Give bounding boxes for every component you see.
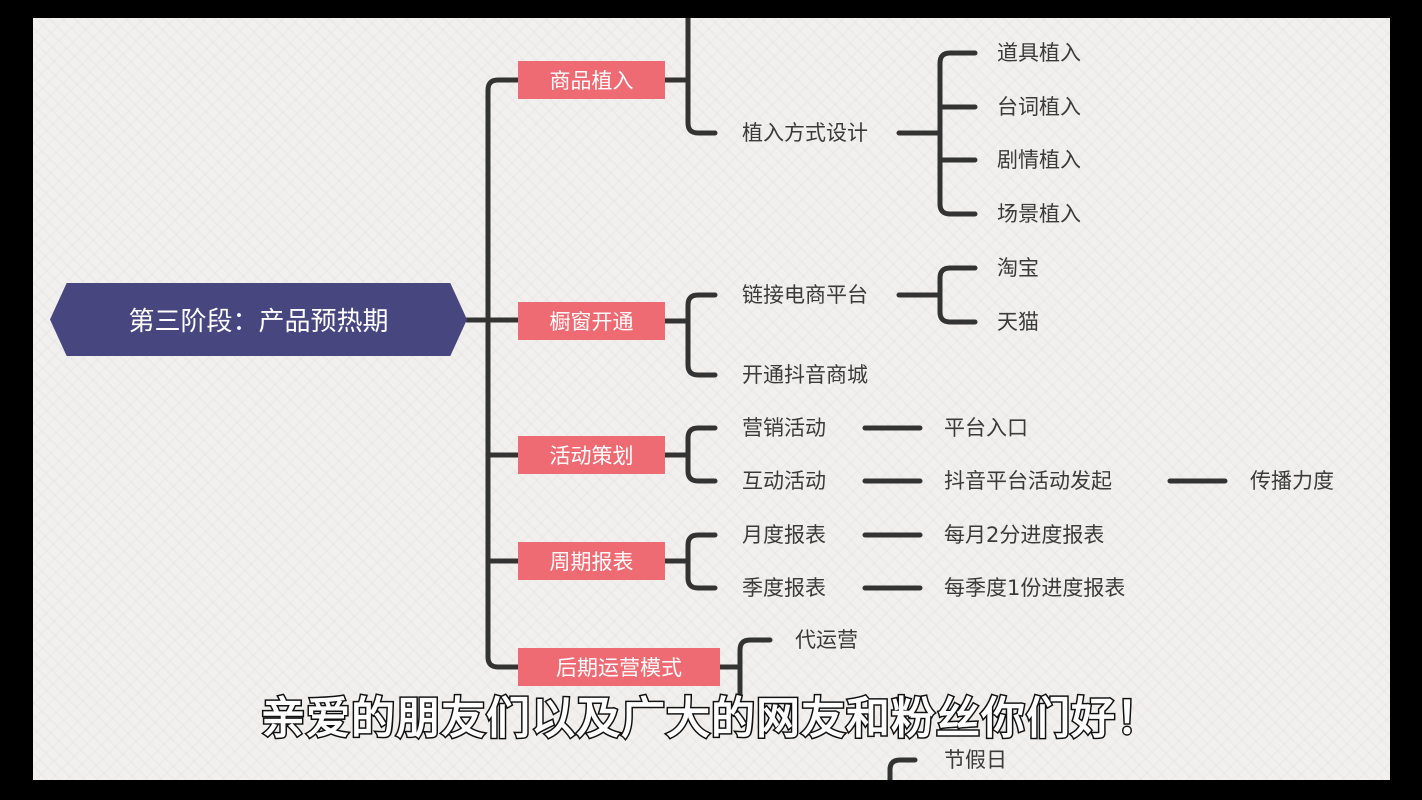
connector-lines	[464, 18, 1228, 780]
node-marketing[interactable]: 营销活动	[742, 416, 826, 440]
node-placement-design[interactable]: 植入方式设计	[742, 121, 868, 145]
node-ecommerce-link[interactable]: 链接电商平台	[742, 283, 868, 307]
main-trunk	[485, 77, 521, 670]
node-leaf[interactable]: 剧情植入	[997, 148, 1081, 172]
branch-product-placement[interactable]: 商品植入	[518, 61, 665, 99]
node-douyin-mall[interactable]: 开通抖音商城	[742, 363, 868, 387]
node-leaf[interactable]: 抖音平台活动发起	[944, 469, 1112, 493]
branch-storefront[interactable]: 橱窗开通	[518, 302, 665, 340]
video-subtitle: 亲爱的朋友们以及广大的网友和粉丝你们好！	[260, 692, 1162, 746]
node-leaf[interactable]: 每月2分进度报表	[944, 523, 1105, 547]
node-leaf[interactable]: 平台入口	[944, 416, 1028, 440]
node-quarterly[interactable]: 季度报表	[742, 576, 826, 600]
node-leaf[interactable]: 台词植入	[997, 95, 1081, 119]
branch-operation-mode[interactable]: 后期运营模式	[518, 648, 720, 686]
node-leaf[interactable]: 场景植入	[997, 202, 1081, 226]
node-leaf[interactable]: 传播力度	[1250, 469, 1334, 493]
mindmap-canvas: 第三阶段：产品预热期 商品植入 橱窗开通 活动策划 周期报表 后期运营模式 植入…	[33, 18, 1390, 780]
node-leaf[interactable]: 道具植入	[997, 41, 1081, 65]
node-leaf[interactable]: 淘宝	[997, 256, 1039, 280]
node-agency-operation[interactable]: 代运营	[795, 628, 858, 652]
node-monthly[interactable]: 月度报表	[742, 523, 826, 547]
node-holiday[interactable]: 节假日	[944, 748, 1007, 772]
branch-activity-planning[interactable]: 活动策划	[518, 436, 665, 474]
node-leaf[interactable]: 每季度1份进度报表	[944, 576, 1126, 600]
node-interactive[interactable]: 互动活动	[742, 469, 826, 493]
root-node[interactable]: 第三阶段：产品预热期	[50, 283, 467, 356]
node-leaf[interactable]: 天猫	[997, 310, 1039, 334]
branch-periodic-report[interactable]: 周期报表	[518, 542, 665, 580]
